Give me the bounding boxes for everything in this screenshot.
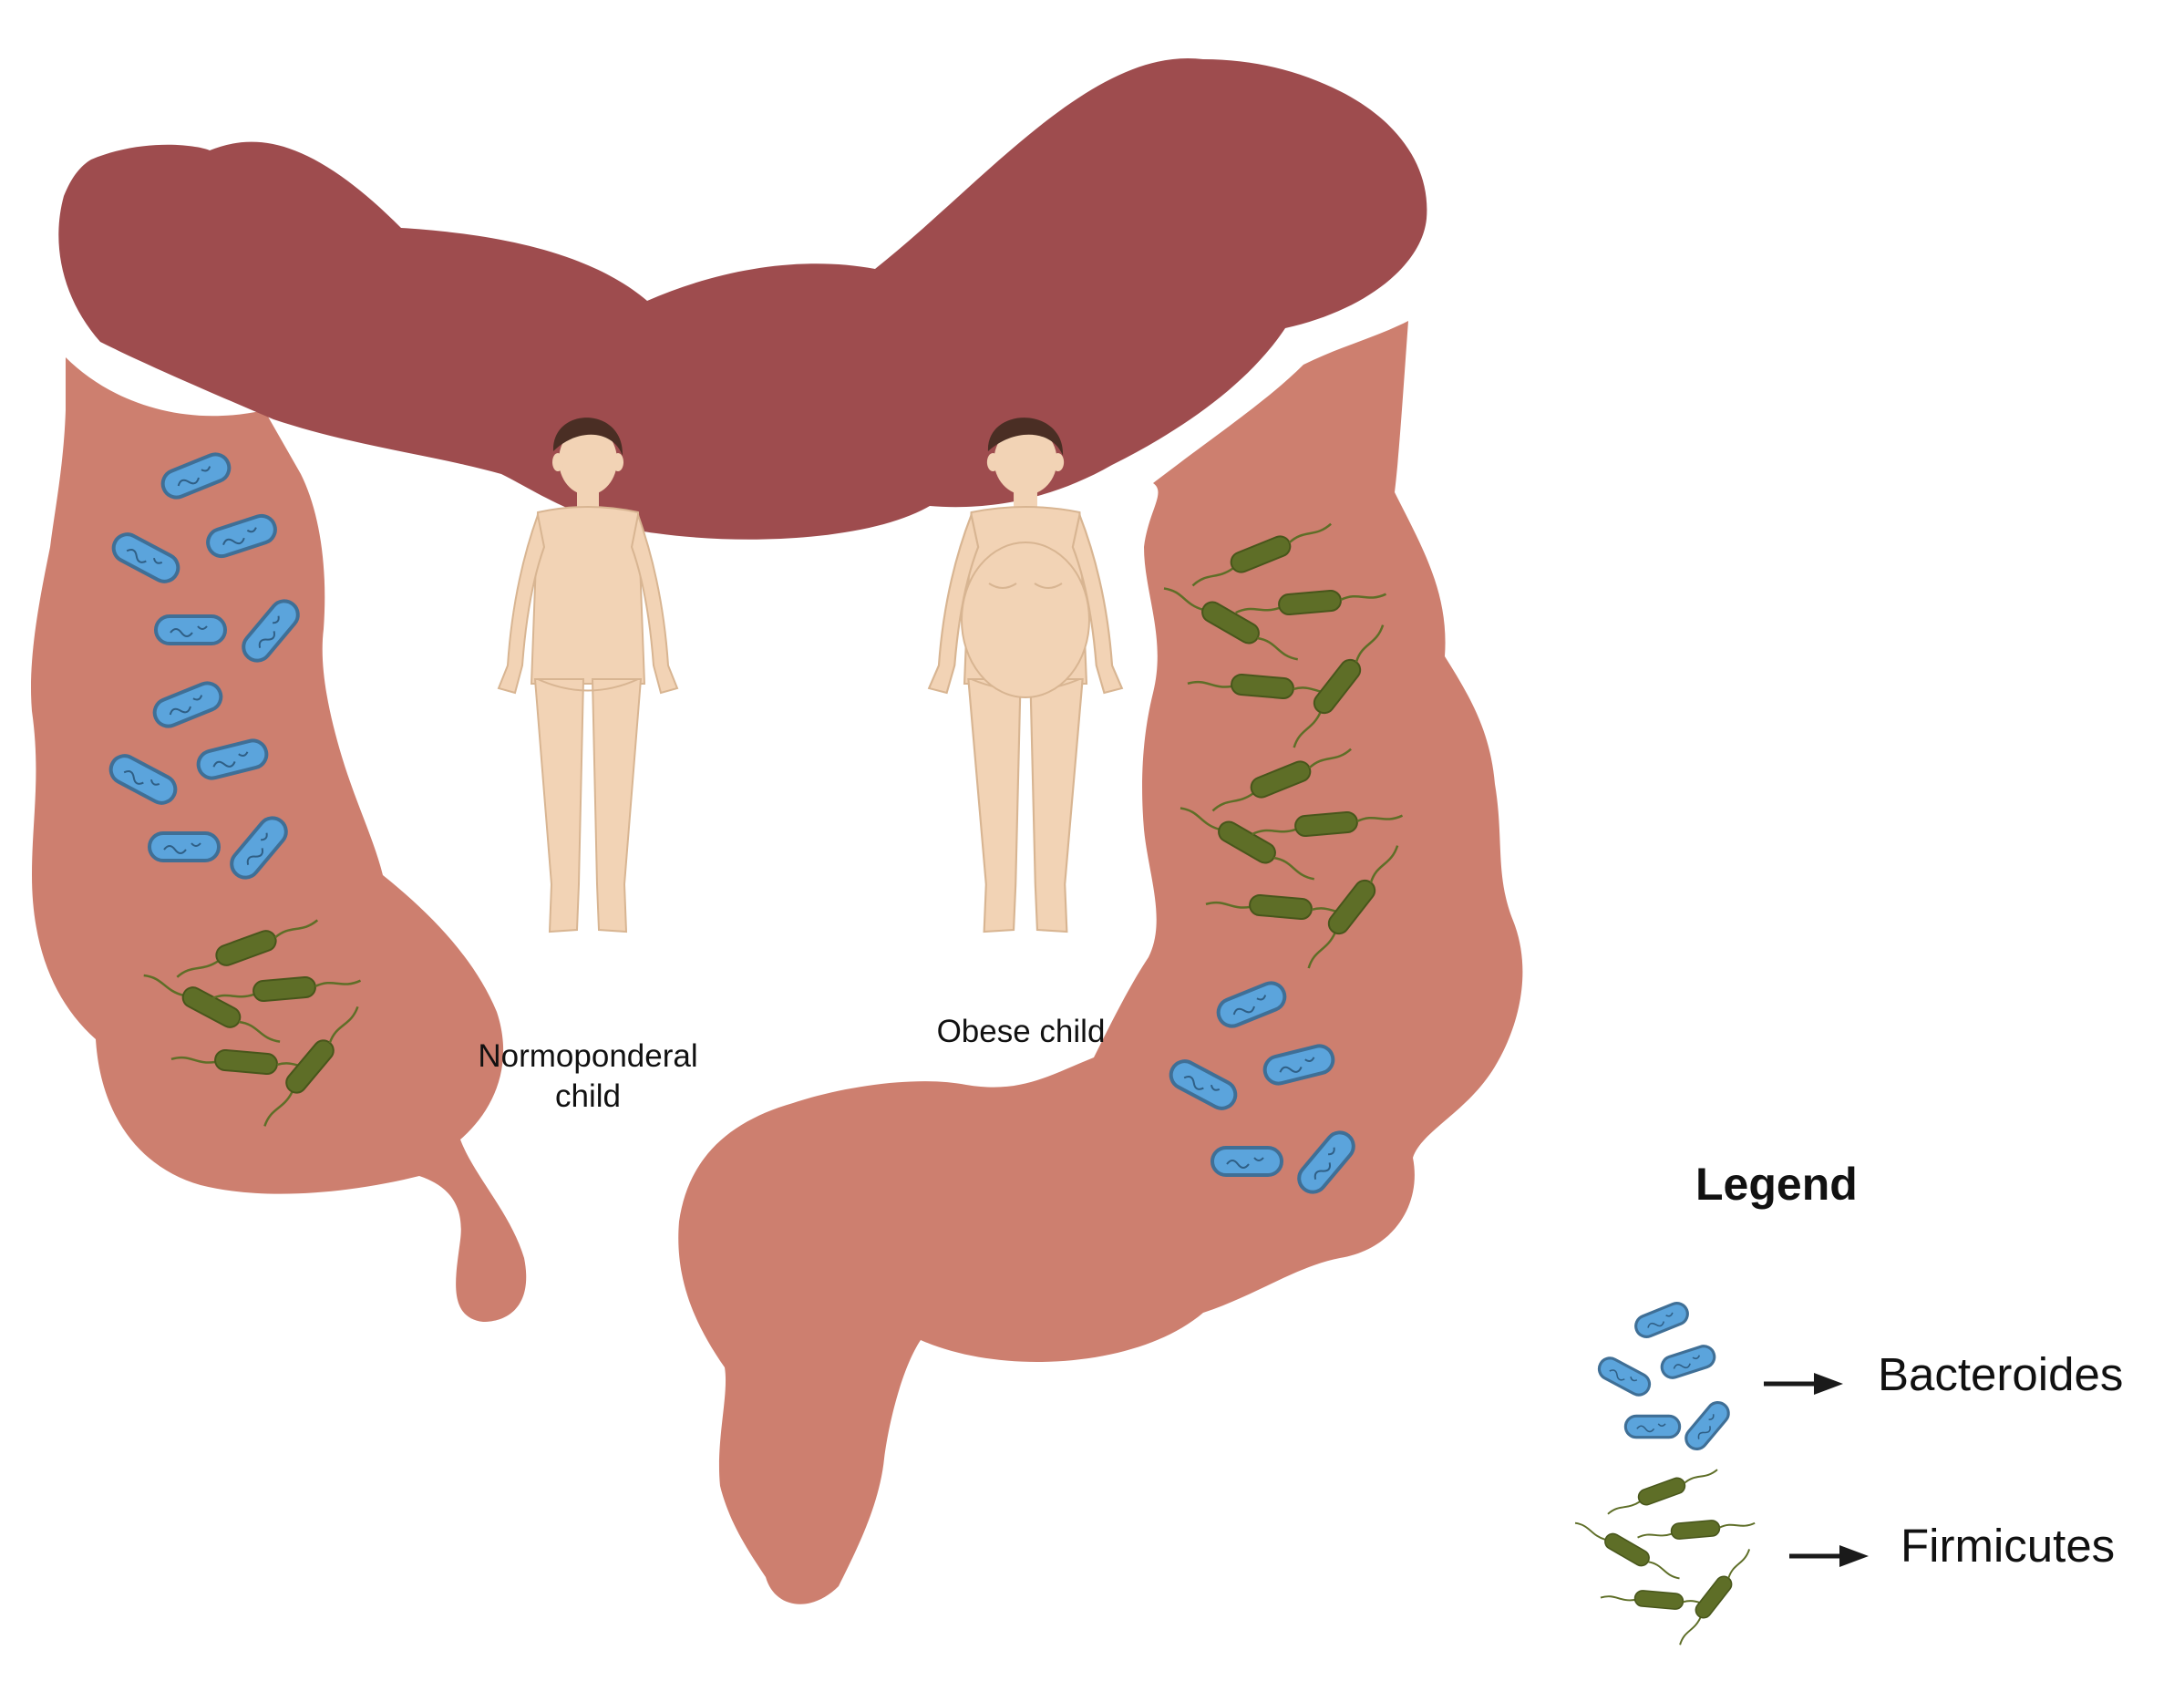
legend-firmicutes-icon: [1571, 1462, 1758, 1649]
obese-child-label: Obese child: [936, 1014, 1106, 1049]
obese-child-icon: [928, 417, 1123, 933]
legend-bacteroides-icon: [1593, 1298, 1735, 1455]
transverse-colon: [58, 57, 1427, 540]
legend-arrow-bacteroides: [1764, 1373, 1843, 1395]
legend-title: Legend: [1695, 1159, 1858, 1210]
descending-colon: [678, 321, 1523, 1604]
bacteroides-icon: [154, 614, 227, 645]
normoponderal-label-line2: child: [555, 1078, 621, 1114]
bacteroides-icon: [1210, 1146, 1283, 1177]
bacteroides-icon: [148, 831, 221, 862]
legend-firmicutes-label: Firmicutes: [1901, 1520, 2116, 1572]
normoponderal-label-line1: Normoponderal: [478, 1038, 698, 1074]
legend-bacteroides-label: Bacteroides: [1878, 1348, 2124, 1400]
normoponderal-child-label: Normoponderal child: [433, 1036, 743, 1117]
legend-arrow-firmicutes: [1789, 1545, 1869, 1567]
